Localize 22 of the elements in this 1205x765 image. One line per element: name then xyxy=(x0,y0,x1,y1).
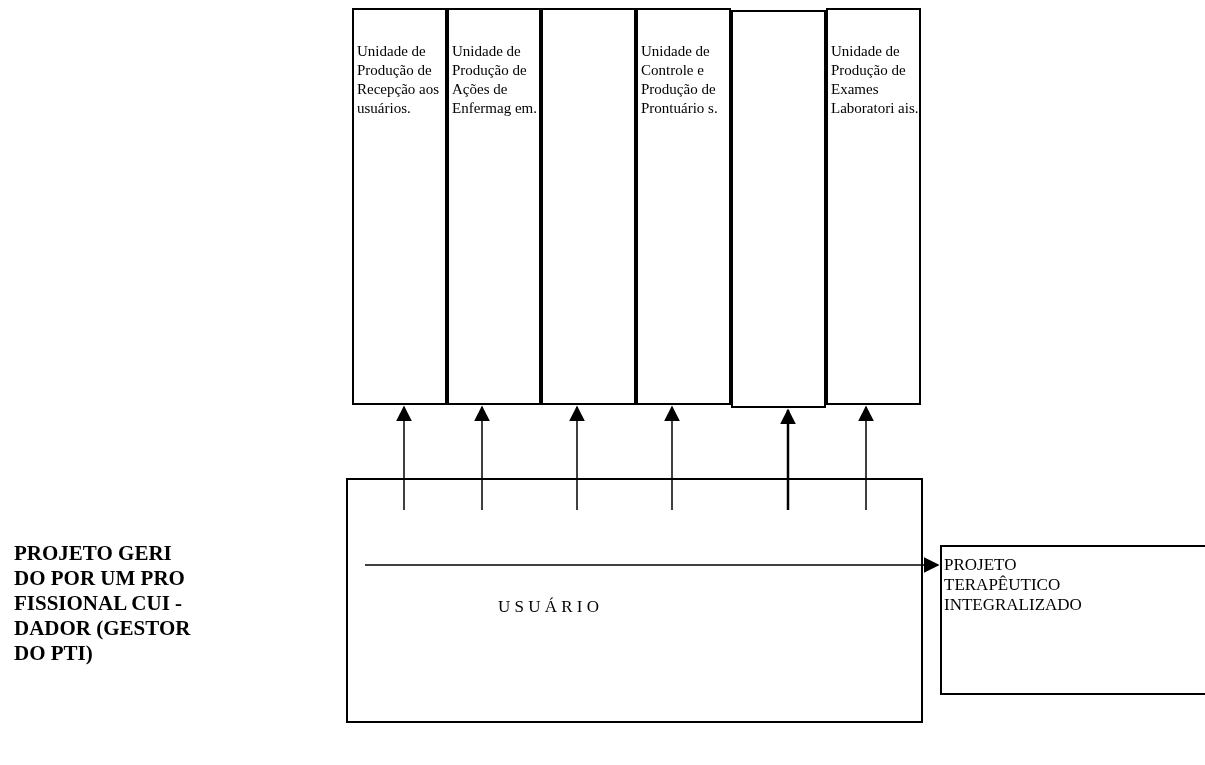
arrow xyxy=(364,557,940,573)
empty-box xyxy=(731,10,826,408)
node-text: Unidade de Produção de Ações de Enfermag em. xyxy=(452,42,538,118)
side-label: PROJETO GERI DO POR UM PRO FISSIONAL CUI - DADOR (GESTOR DO PTI) xyxy=(14,541,192,666)
arrow xyxy=(396,405,412,511)
arrow xyxy=(474,405,490,511)
empty-box xyxy=(541,8,636,405)
arrow xyxy=(858,405,874,511)
unit-column xyxy=(636,8,731,405)
node-text: Unidade de Controle e Produção de Prontuário s. xyxy=(641,42,719,118)
arrow xyxy=(664,405,680,511)
node-text: Unidade de Produção de Exames Laboratori ais. xyxy=(831,42,919,118)
unit-column xyxy=(447,8,541,405)
unit-column xyxy=(826,8,921,405)
node-text: PROJETO TERAPÊUTICO INTEGRALIZADO xyxy=(944,555,1083,615)
unit-column xyxy=(352,8,447,405)
arrow xyxy=(780,408,796,510)
node-text: Unidade de Produção de Recepção aos usuários. xyxy=(357,42,441,118)
project-box xyxy=(940,545,1205,695)
arrow xyxy=(569,405,585,511)
node-text: U S U Á R I O xyxy=(498,596,600,618)
user-box xyxy=(346,478,923,723)
